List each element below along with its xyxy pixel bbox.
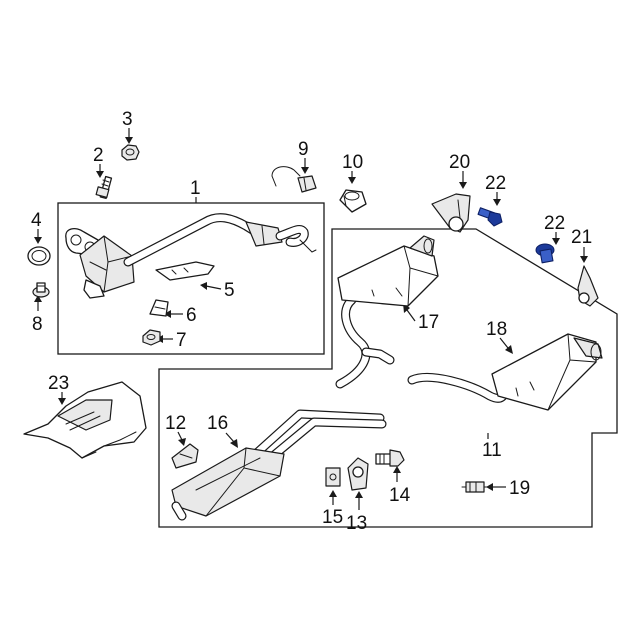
callout-7: 7	[176, 330, 187, 351]
part-23-heat-shield	[23, 381, 147, 459]
callout-9: 9	[298, 139, 309, 160]
part-7-nut	[142, 329, 161, 346]
part-16-center-muffler	[171, 409, 387, 521]
callout-14: 14	[389, 485, 411, 506]
part-13-hanger	[347, 457, 369, 491]
callout-15: 15	[322, 507, 343, 528]
part-15-insulator	[325, 467, 341, 487]
frame-catalytic-section	[57, 202, 325, 355]
part-18-muffler-right	[407, 333, 603, 411]
callout-21: 21	[571, 227, 592, 248]
callout-5: 5	[224, 280, 235, 301]
part-22-bolt-lower	[535, 243, 555, 264]
part-5-heat-shield	[155, 261, 215, 281]
leader-lines	[34, 128, 588, 510]
callout-10: 10	[342, 152, 363, 173]
part-20-hanger-bracket	[431, 193, 471, 233]
catalytic-converter-assembly	[65, 213, 317, 299]
callout-22-lower: 22	[544, 213, 565, 234]
callout-1: 1	[190, 178, 201, 199]
part-21-hanger	[577, 265, 599, 307]
callout-3: 3	[122, 109, 133, 130]
callout-17: 17	[418, 312, 439, 333]
callout-6: 6	[186, 305, 197, 326]
callout-8: 8	[32, 314, 43, 335]
part-17-muffler-left	[335, 235, 439, 389]
frame-group-11	[158, 228, 618, 528]
callout-13: 13	[346, 513, 367, 534]
callout-11: 11	[482, 440, 502, 461]
part-12-bracket	[171, 443, 199, 469]
callout-labels: 1 2 3 4 5 6 7 8 9 10 11 12 13 14 15 16 1…	[31, 109, 592, 534]
callout-19: 19	[509, 478, 530, 499]
callout-16: 16	[207, 413, 228, 434]
part-4-gasket	[27, 246, 51, 266]
part-10-clamp-sleeve	[339, 189, 367, 213]
callout-12: 12	[165, 413, 186, 434]
part-19-isolator	[461, 481, 489, 493]
callout-20: 20	[449, 152, 470, 173]
callout-2: 2	[93, 145, 104, 166]
part-2-stud	[95, 175, 113, 200]
part-14-bolt	[375, 449, 405, 467]
callout-18: 18	[486, 319, 507, 340]
part-6-clip	[149, 299, 169, 317]
frame-muffler-section	[158, 228, 618, 528]
part-9-oxygen-sensor	[271, 166, 317, 193]
part-8-stud	[32, 282, 50, 298]
part-22-bolt-upper	[477, 207, 503, 227]
callout-4: 4	[31, 210, 42, 231]
callout-23: 23	[48, 373, 69, 394]
frame-group-1	[57, 202, 325, 355]
callout-22-upper: 22	[485, 173, 506, 194]
part-3-nut	[121, 144, 140, 161]
